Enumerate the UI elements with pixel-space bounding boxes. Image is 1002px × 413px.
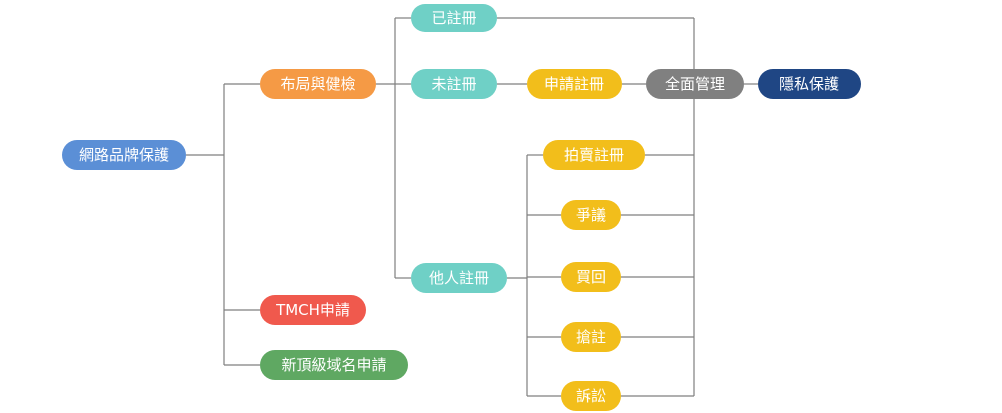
node-full-management-label: 全面管理: [665, 75, 725, 93]
node-root: 網路品牌保護: [62, 140, 186, 170]
node-litigation-pill: [561, 381, 621, 411]
node-auction: 拍賣註冊: [543, 140, 645, 170]
node-dispute-pill: [561, 200, 621, 230]
node-layout-check-label: 布局與健檢: [280, 75, 355, 93]
node-others-registered-pill: [411, 263, 507, 293]
node-others-registered: 他人註冊: [411, 263, 507, 293]
node-privacy-pill: [758, 69, 861, 99]
node-root-pill: [62, 140, 186, 170]
node-full-management: 全面管理: [646, 69, 744, 99]
node-apply-register-pill: [527, 69, 622, 99]
node-auction-label: 拍賣註冊: [564, 146, 624, 164]
node-buy-back-pill: [561, 262, 621, 292]
node-auction-pill: [543, 140, 645, 170]
node-others-registered-label: 他人註冊: [429, 269, 489, 287]
node-new-tld-label: 新頂級域名申請: [281, 356, 386, 374]
node-buy-back-label: 買回: [576, 268, 606, 286]
node-unregistered-pill: [411, 69, 497, 99]
node-full-management-pill: [646, 69, 744, 99]
node-tmch-label: TMCH申請: [275, 301, 350, 319]
node-privacy: 隱私保護: [758, 69, 861, 99]
node-buy-back: 買回: [561, 262, 621, 292]
node-privacy-label: 隱私保護: [779, 75, 839, 93]
node-tmch-pill: [260, 295, 366, 325]
node-apply-register-label: 申請註冊: [544, 75, 604, 93]
node-new-tld: 新頂級域名申請: [260, 350, 408, 380]
node-new-tld-pill: [260, 350, 408, 380]
node-tmch: TMCH申請: [260, 295, 366, 325]
node-dispute-label: 爭議: [576, 206, 606, 224]
node-layout-check-pill: [260, 69, 376, 99]
node-snatch-pill: [561, 322, 621, 352]
node-apply-register: 申請註冊: [527, 69, 622, 99]
node-unregistered-label: 未註冊: [431, 75, 476, 93]
node-unregistered: 未註冊: [411, 69, 497, 99]
node-litigation-label: 訴訟: [576, 387, 606, 405]
node-snatch: 搶註: [561, 322, 621, 352]
node-registered-label: 已註冊: [431, 9, 476, 27]
node-registered-pill: [411, 4, 497, 32]
node-snatch-label: 搶註: [576, 328, 606, 346]
node-litigation: 訴訟: [561, 381, 621, 411]
node-layout-check: 布局與健檢: [260, 69, 376, 99]
node-dispute: 爭議: [561, 200, 621, 230]
node-registered: 已註冊: [411, 4, 497, 32]
node-root-label: 網路品牌保護: [79, 146, 169, 164]
